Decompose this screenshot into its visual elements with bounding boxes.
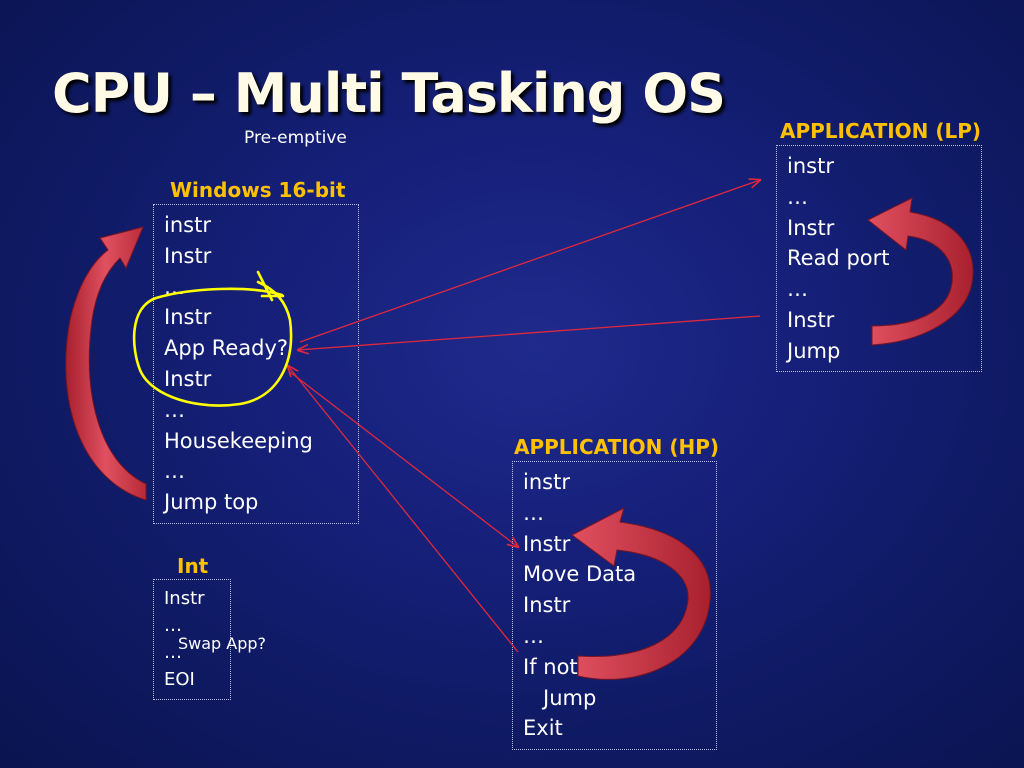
curved-loop-arrow-windows	[65, 226, 147, 501]
code-line: Instr	[787, 215, 835, 240]
code-line: Instr	[523, 593, 571, 618]
code-line: instr	[164, 213, 211, 237]
code-line: instr	[787, 154, 834, 178]
curved-loop-arrow-lp	[867, 197, 974, 346]
code-line: Instr	[523, 531, 571, 556]
code-line: …	[787, 277, 808, 302]
arrow-lp-to-windows	[298, 315, 761, 350]
code-line: Instr	[164, 305, 212, 330]
code-line: …	[164, 615, 182, 636]
code-line: …	[523, 500, 544, 525]
arrow-hp-to-windows	[288, 366, 519, 653]
code-line: Exit	[523, 716, 563, 741]
app-lp-code-box: instr … Instr Read port … Instr Jump	[776, 145, 982, 372]
slide-subtitle: Pre-emptive	[244, 128, 347, 148]
int-code-box: Instr … … EOI	[153, 579, 231, 700]
code-line-app-ready: App Ready?	[164, 336, 289, 361]
app-lp-heading: APPLICATION (LP)	[780, 119, 982, 143]
code-line: Read port	[787, 246, 890, 271]
app-ready-highlight-circle	[132, 280, 293, 407]
code-line: Instr	[164, 243, 212, 268]
code-line: …	[787, 184, 808, 209]
arrow-windows-to-lp	[299, 180, 760, 343]
code-line: Instr	[164, 366, 212, 391]
windows-heading: Windows 16-bit	[170, 178, 346, 202]
app-hp-heading: APPLICATION (HP)	[514, 435, 720, 459]
code-line: …	[164, 397, 185, 422]
curved-loop-arrow-hp	[571, 507, 711, 680]
windows-code-box: instr Instr … Instr App Ready? Instr … H…	[153, 204, 359, 524]
code-line: …	[164, 642, 182, 663]
code-line: Move Data	[523, 562, 637, 587]
code-line: Jump	[787, 338, 841, 363]
code-line: Instr	[787, 307, 835, 332]
code-line: EOI	[164, 669, 195, 690]
slide-title: CPU – Multi Tasking OS	[52, 62, 726, 125]
arrow-windows-to-hp	[289, 371, 518, 547]
code-line: …	[523, 623, 544, 648]
swap-app-note: Swap App?	[178, 634, 267, 653]
code-line: Jump top	[164, 490, 259, 515]
code-line: Housekeeping	[164, 428, 313, 453]
code-line: instr	[523, 470, 570, 494]
code-line: Jump	[523, 685, 597, 710]
code-line: Instr	[164, 588, 205, 609]
code-line: …	[164, 459, 185, 484]
int-heading: Int	[177, 554, 209, 578]
